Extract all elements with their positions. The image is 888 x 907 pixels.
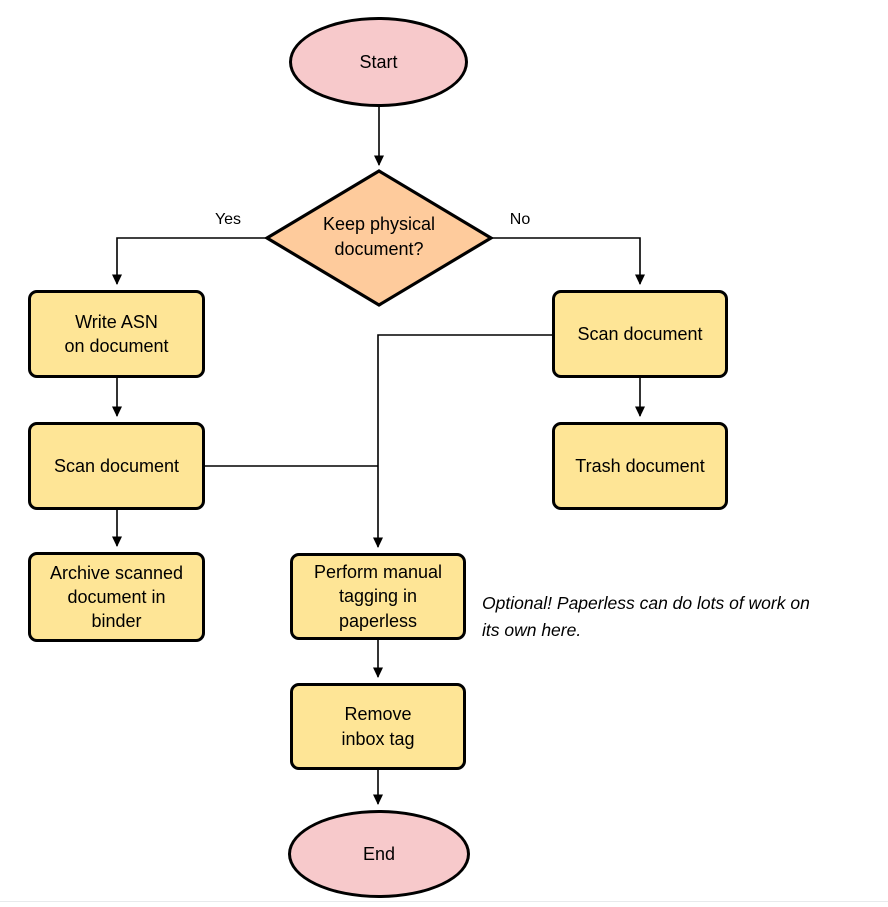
edge-scan-right-to-tagging (373, 334, 552, 548)
node-end: End (288, 810, 470, 898)
node-trash-document: Trash document (552, 422, 728, 510)
node-remove-inbox-tag: Remove inbox tag (290, 683, 466, 770)
edge-label-yes: Yes (214, 211, 242, 228)
node-scan-document-left: Scan document (28, 422, 205, 510)
annotation-optional-note: Optional! Paperless can do lots of work … (482, 593, 810, 641)
node-write-asn: Write ASN on document (28, 290, 205, 378)
node-manual-tagging: Perform manual tagging in paperless (290, 553, 466, 640)
bottom-divider (0, 901, 888, 902)
edge-label-no: No (509, 211, 531, 228)
edge-decision-no-to-scan-right (491, 237, 645, 285)
decision-diamond-shape (263, 169, 495, 307)
node-decision-keep-physical-label: Keep physical document? (322, 214, 436, 259)
edge-decision-yes-to-write-asn (112, 237, 267, 285)
node-start: Start (289, 17, 468, 107)
node-archive-in-binder: Archive scanned document in binder (28, 552, 205, 642)
node-scan-document-right: Scan document (552, 290, 728, 378)
